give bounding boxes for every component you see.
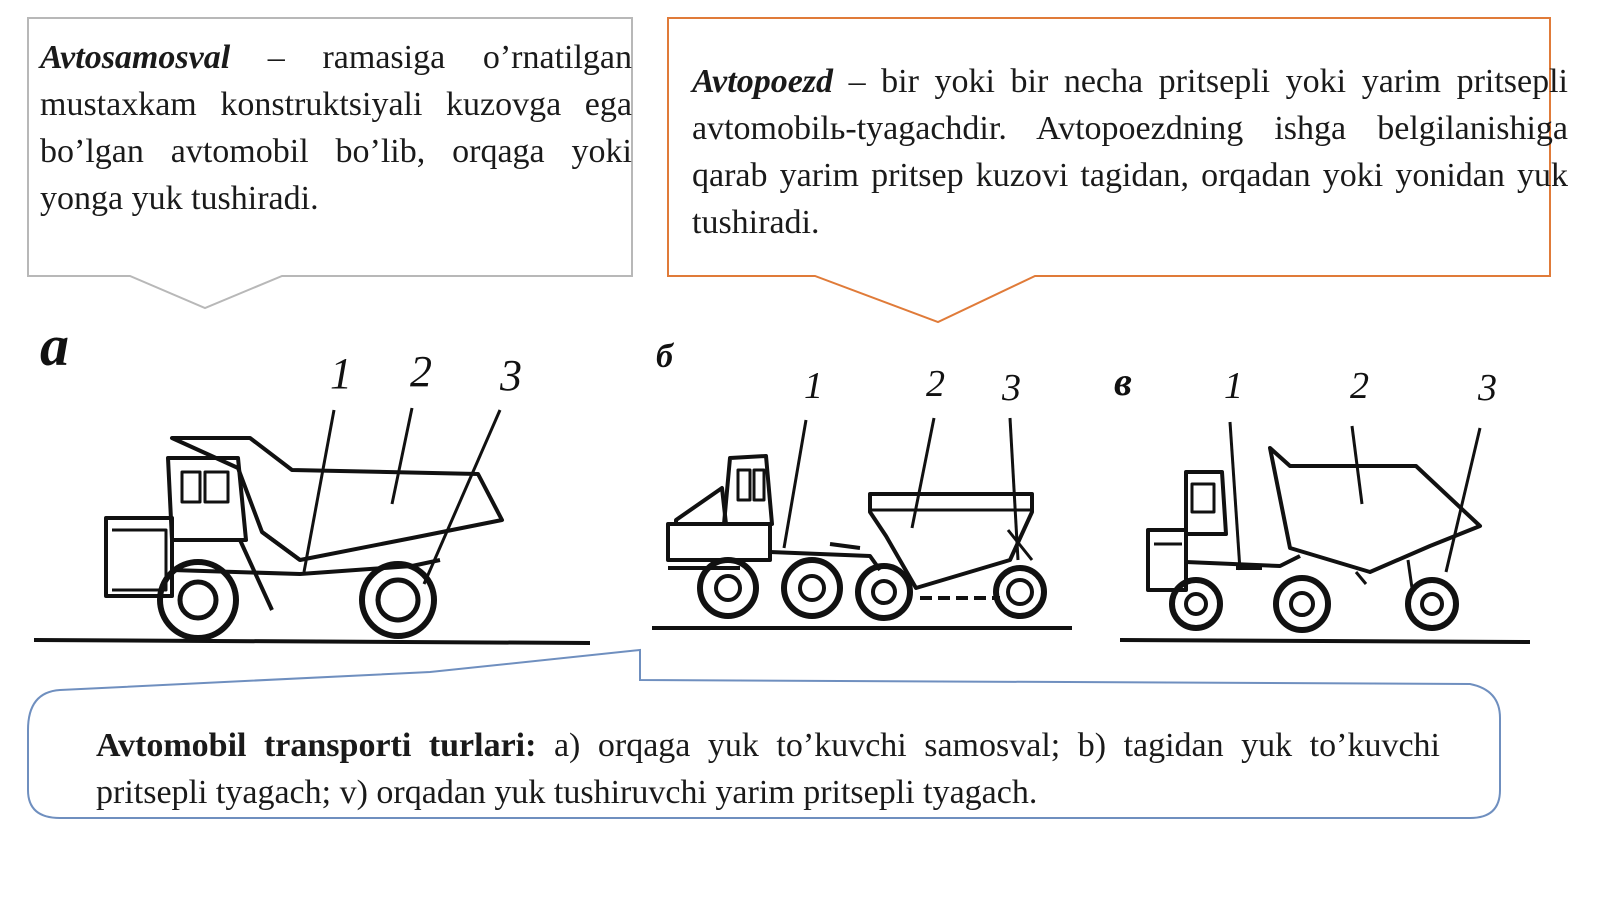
figure-b-label: б bbox=[656, 338, 673, 375]
definition-samosval: – ramasiga o’rnatilgan mustaxkam konstru… bbox=[40, 39, 632, 217]
figure-b-number-2: 2 bbox=[926, 363, 945, 405]
figure-b-number-1: 1 bbox=[804, 365, 823, 407]
figure-v-number-1: 1 bbox=[1224, 365, 1243, 407]
figure-a-label: a bbox=[40, 313, 69, 378]
figure-a-dump-truck bbox=[33, 407, 591, 645]
caption-term: Avtomobil transporti turlari: bbox=[96, 727, 537, 764]
caption-description: a) orqaga yuk to’kuvchi samosval; b) tag… bbox=[96, 727, 1440, 811]
callout-avtopoezd-frame bbox=[667, 17, 1551, 324]
caption-text: Avtomobil transporti turlari: a) orqaga … bbox=[96, 722, 1440, 816]
term-avtopoezd: Avtopoezd bbox=[692, 63, 834, 100]
callout-caption-frame bbox=[27, 648, 1501, 819]
figure-b-tractor-trailer bbox=[652, 417, 1072, 630]
figure-v-number-2: 2 bbox=[1350, 365, 1369, 407]
figure-a-number-3: 3 bbox=[500, 351, 522, 400]
callout-avtopoezd-text: Avtopoezd – bir yoki bir necha pritsepli… bbox=[692, 58, 1568, 246]
term-samosval: Avtosamosval bbox=[40, 39, 231, 76]
figure-v-number-3: 3 bbox=[1478, 367, 1497, 409]
figure-a-number-1: 1 bbox=[330, 349, 352, 398]
figure-b-number-3: 3 bbox=[1002, 367, 1021, 409]
callout-samosval-frame bbox=[27, 17, 633, 310]
definition-avtopoezd: – bir yoki bir necha pritsepli yoki yari… bbox=[692, 63, 1568, 241]
figure-v-label: в bbox=[1114, 359, 1132, 404]
figure-v-semitrailer bbox=[1119, 421, 1531, 644]
figure-a-number-2: 2 bbox=[410, 347, 432, 396]
callout-samosval-text: Avtosamosval – ramasiga o’rnatilgan must… bbox=[40, 34, 632, 222]
